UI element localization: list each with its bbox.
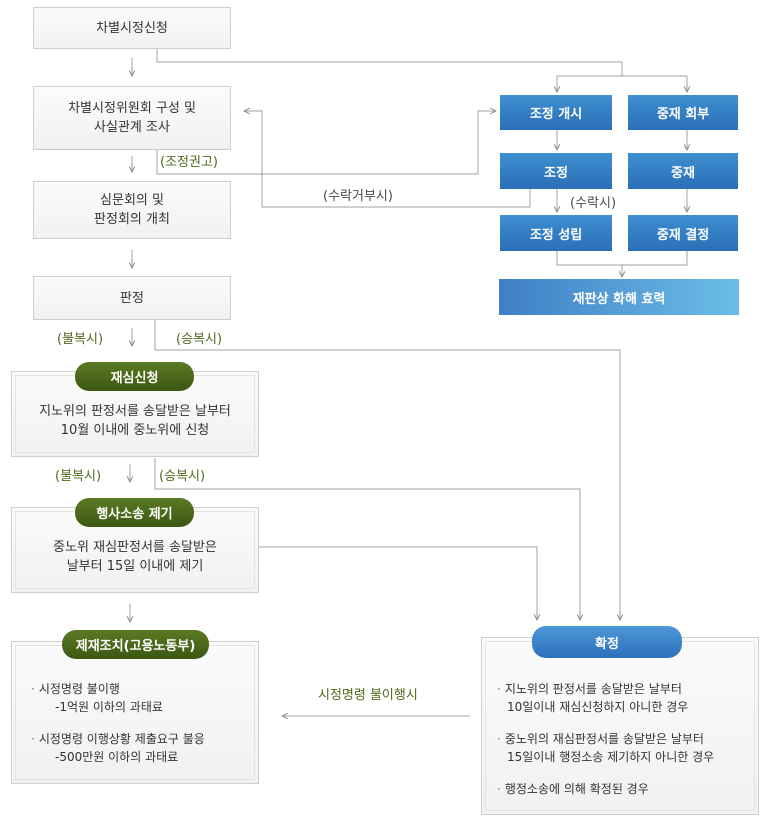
label-recommend: (조정권고) xyxy=(160,155,218,170)
bullet-icon: · xyxy=(31,682,35,696)
final-title-pill: 확정 xyxy=(532,626,682,658)
committee-box: 차별시정위원회 구성 및 사실관계 조사 xyxy=(33,86,231,150)
lawsuit-title: 행사소송 제기 xyxy=(96,507,173,522)
mediation-success-box: 조정 성립 xyxy=(500,215,612,251)
label-noncompliance: 시정명령 불이행시 xyxy=(318,688,418,703)
bullet-icon: · xyxy=(497,682,501,696)
mediation-success-text: 조정 성립 xyxy=(529,227,583,243)
mediation-start-text: 조정 개시 xyxy=(529,107,583,122)
lawsuit-title-pill: 행사소송 제기 xyxy=(75,498,194,527)
final-item-2-line2: 15일이내 행정소송 제기하지 아니한 경우 xyxy=(507,750,715,764)
hearing-box: 심문회의 및 판정회의 개최 xyxy=(33,181,231,239)
apply-box: 차별시정신청 xyxy=(33,7,231,49)
sanction-box xyxy=(11,641,259,784)
final-item-3: ·행정소송에 의해 확정된 경우 xyxy=(497,780,649,798)
hearing-text-line2: 판정회의 개최 xyxy=(94,212,170,227)
committee-text-line2: 사실관계 조사 xyxy=(94,120,170,135)
final-item-2-line1: 중노위의 재심판정서를 송달받은 날부터 xyxy=(504,732,704,746)
hearing-text-line1: 심문회의 및 xyxy=(100,193,164,208)
final-item-1-line2: 10일이내 재심신청하지 아니한 경우 xyxy=(507,700,689,714)
label-win-2: (승복시) xyxy=(159,469,206,484)
sanction-item-2: ·시정명령 이행상황 제출요구 불응 -500만원 이하의 과태료 xyxy=(31,730,205,766)
sanction-title-pill: 제재조치(고용노동부) xyxy=(62,630,209,659)
arbitration-refer-box: 중재 회부 xyxy=(628,95,738,130)
bullet-icon: · xyxy=(31,732,35,746)
arbitration-box: 중재 xyxy=(628,153,738,189)
mediation-start-box: 조정 개시 xyxy=(500,95,612,130)
reexam-text-line1: 지노위의 판정서를 송달받은 날부터 xyxy=(39,404,231,419)
mediation-box: 조정 xyxy=(500,153,612,189)
arbitration-decision-text: 중재 결정 xyxy=(656,227,710,243)
final-title: 확정 xyxy=(595,636,619,652)
final-item-2: ·중노위의 재심판정서를 송달받은 날부터 15일이내 행정소송 제기하지 아니… xyxy=(497,730,714,766)
label-accept: (수락시) xyxy=(570,196,617,211)
arbitration-refer-text: 중재 회부 xyxy=(656,107,710,122)
bullet-icon: · xyxy=(497,732,501,746)
final-box xyxy=(481,637,759,815)
decision-text: 판정 xyxy=(120,290,144,306)
label-object-1: (불복시) xyxy=(57,332,104,347)
sanction-item-2-main: 시정명령 이행상황 제출요구 불응 xyxy=(38,732,205,746)
settlement-effect-box: 재판상 화해 효력 xyxy=(499,279,739,315)
committee-text-line1: 차별시정위원회 구성 및 xyxy=(68,101,196,116)
lawsuit-text-line2: 날부터 15일 이내에 제기 xyxy=(66,559,204,574)
sanction-item-1: ·시정명령 불이행 -1억원 이하의 과태료 xyxy=(31,680,163,716)
bullet-icon: · xyxy=(497,782,501,796)
sanction-title: 제재조치(고용노동부) xyxy=(75,639,196,654)
reexam-title: 재심신청 xyxy=(110,371,159,386)
final-item-1-line1: 지노위의 판정서를 송달받은 날부터 xyxy=(504,682,682,696)
sanction-item-1-main: 시정명령 불이행 xyxy=(38,682,120,696)
apply-text: 차별시정신청 xyxy=(96,20,168,36)
label-refuse: (수락거부시) xyxy=(323,189,393,204)
arbitration-decision-box: 중재 결정 xyxy=(628,215,738,251)
label-object-2: (불복시) xyxy=(55,469,102,484)
decision-box: 판정 xyxy=(33,276,231,320)
lawsuit-text-line1: 중노위 재심판정서를 송달받은 xyxy=(53,540,217,555)
reexam-title-pill: 재심신청 xyxy=(75,362,194,391)
sanction-item-2-sub: -500만원 이하의 과태료 xyxy=(55,750,179,764)
label-win-1: (승복시) xyxy=(176,332,223,347)
sanction-item-1-sub: -1억원 이하의 과태료 xyxy=(55,700,163,714)
settlement-effect-text: 재판상 화해 효력 xyxy=(572,291,666,307)
reexam-text-line2: 10월 이내에 중노위에 신청 xyxy=(60,423,210,438)
final-item-1: ·지노위의 판정서를 송달받은 날부터 10일이내 재심신청하지 아니한 경우 xyxy=(497,680,688,716)
arbitration-text: 중재 xyxy=(671,165,695,181)
final-item-3-line1: 행정소송에 의해 확정된 경우 xyxy=(504,782,649,796)
mediation-text: 조정 xyxy=(544,165,568,181)
